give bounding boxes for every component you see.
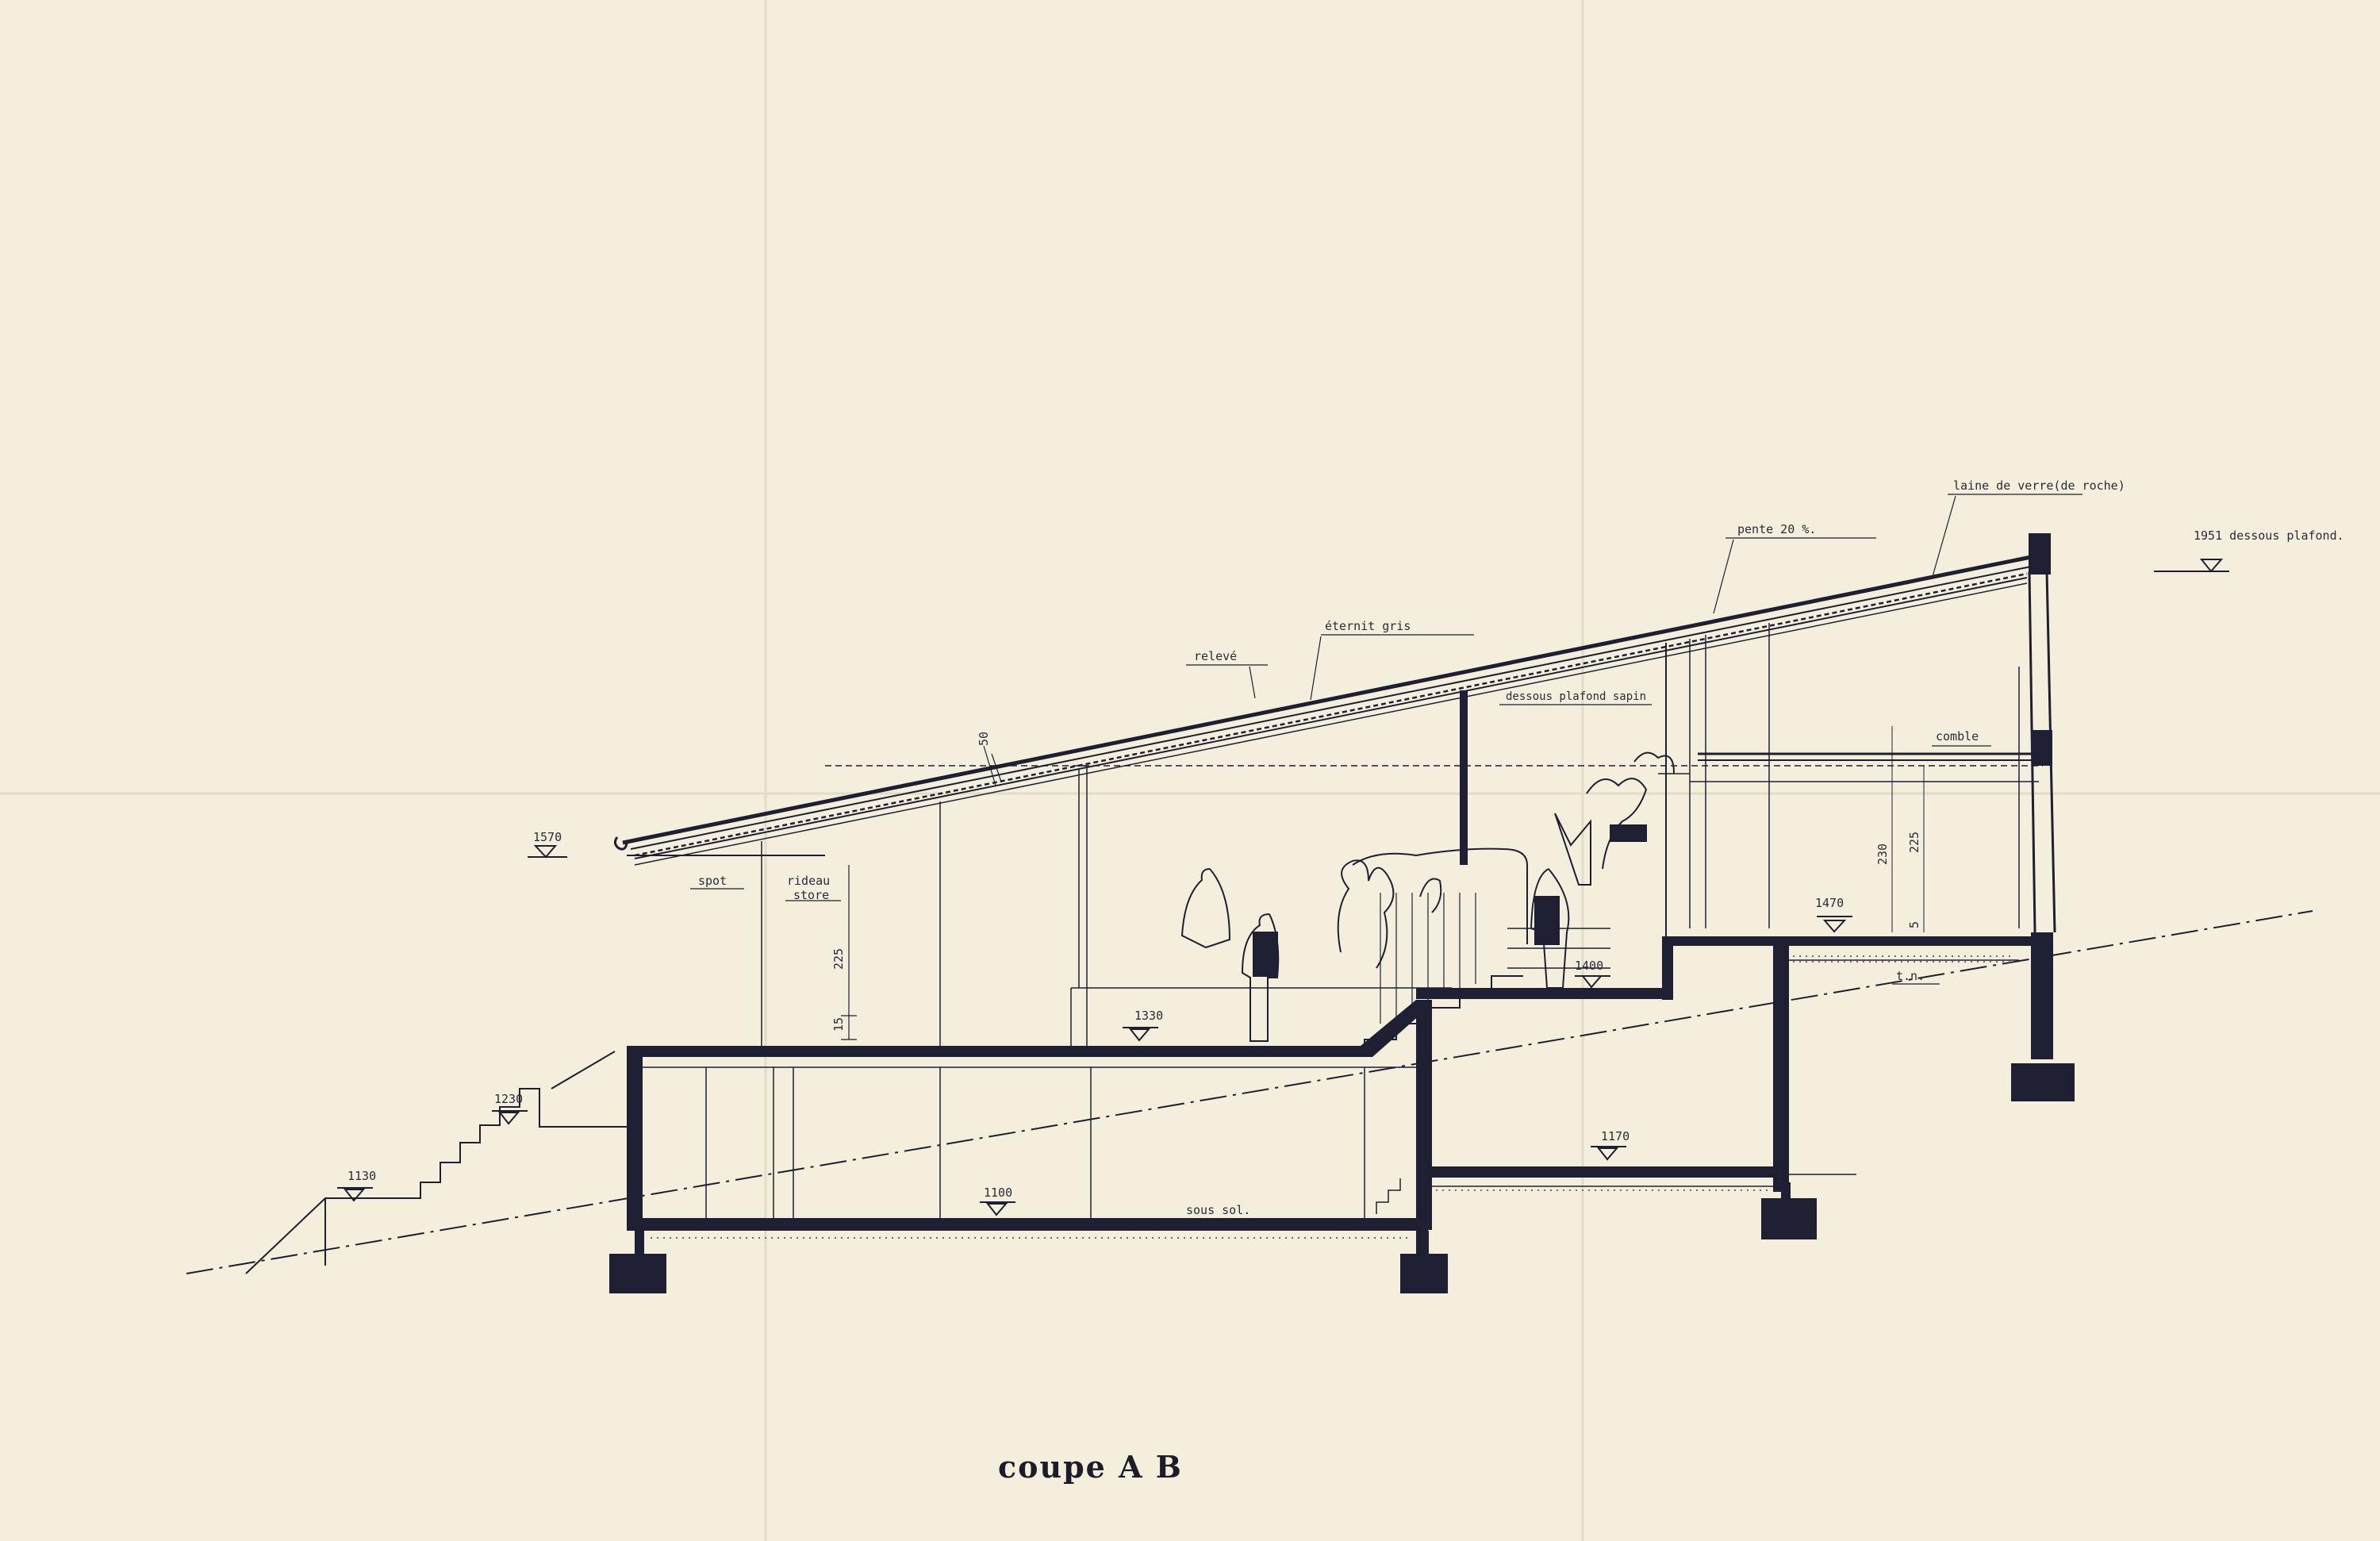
people-figures [1180, 813, 1591, 1042]
level-1330: 1330 [1134, 1009, 1163, 1023]
label-sous-sol: sous sol. [1186, 1203, 1250, 1217]
leader-lines [690, 494, 2082, 985]
label-spot: spot [698, 874, 727, 888]
label-releve: relevé [1194, 649, 1237, 663]
level-1951: 1951 dessous plafond. [2194, 528, 2344, 543]
level-1230: 1230 [494, 1092, 523, 1106]
interior-lines [761, 623, 2043, 1051]
label-dessous-plafond-sapin: dessous plafond sapin [1506, 690, 1646, 703]
label-comble: comble [1936, 729, 1979, 744]
roof [613, 533, 2056, 933]
label-tn: t.n. [1896, 969, 1925, 983]
basement-lines [643, 959, 2019, 1218]
level-1130: 1130 [347, 1169, 376, 1183]
dim-50: 50 [977, 732, 991, 746]
level-1470: 1470 [1815, 896, 1844, 910]
level-markers [337, 559, 2229, 1216]
drawing-title: coupe A B [998, 1449, 1183, 1485]
exterior-stairs [245, 1088, 603, 1274]
label-laine: laine de verre(de roche) [1953, 478, 2125, 493]
ground-hatching [651, 955, 2015, 1239]
level-1170: 1170 [1601, 1129, 1630, 1143]
eternit-corrugation [634, 572, 2028, 857]
label-pente: pente 20 %. [1737, 522, 1816, 536]
dim-225-left: 225 [831, 948, 846, 970]
label-store: store [793, 888, 829, 902]
dimension-lines [841, 753, 1002, 1040]
label-eternit: éternit gris [1325, 619, 1411, 633]
plant-sketch [1337, 751, 1675, 969]
level-1400: 1400 [1575, 959, 1603, 973]
dim-15: 15 [831, 1017, 846, 1032]
level-1570: 1570 [533, 830, 562, 844]
dim-230: 230 [1875, 844, 1890, 865]
dim-225-right: 225 [1907, 832, 1921, 853]
label-rideau: rideau [787, 874, 830, 888]
structure [609, 932, 2075, 1293]
terrain-line [186, 910, 2313, 1274]
dim-5: 5 [1907, 921, 1921, 928]
level-1100: 1100 [984, 1186, 1012, 1200]
